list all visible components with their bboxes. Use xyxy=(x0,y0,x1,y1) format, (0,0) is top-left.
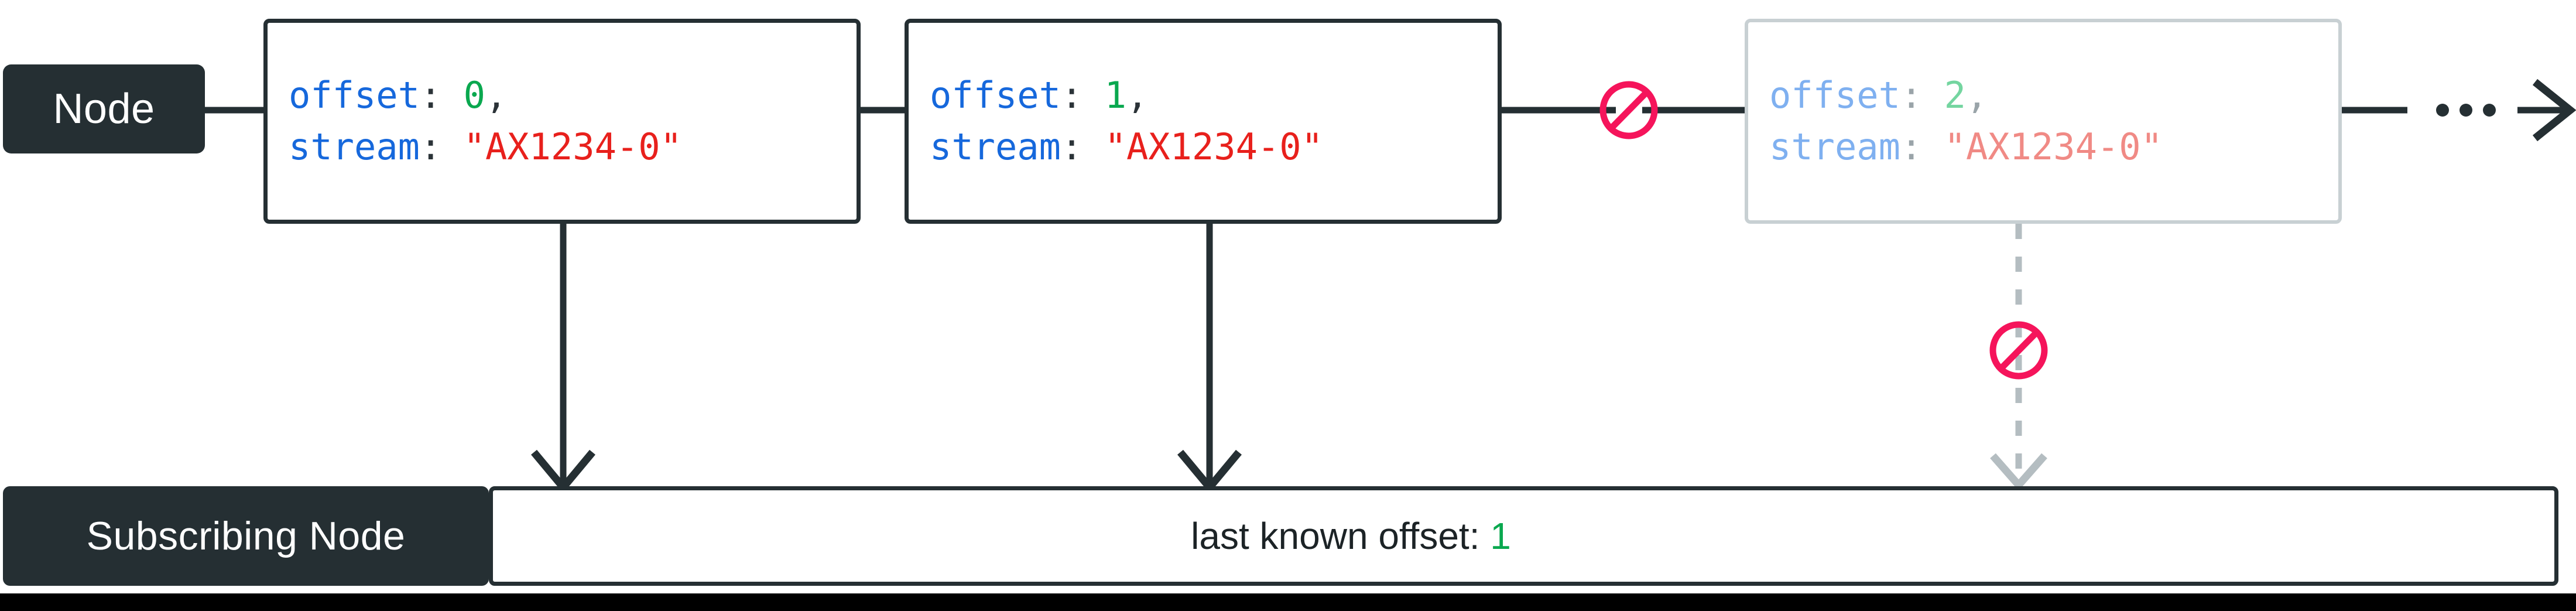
arrow-down-icon-delivery-1 xyxy=(1177,224,1242,494)
colon-1a: : xyxy=(1060,73,1083,117)
last-known-offset-value: 1 xyxy=(1490,515,1511,557)
stream-value-2: "AX1234-0" xyxy=(1944,125,2163,168)
offset-key-1: offset xyxy=(930,73,1061,117)
colon-2b: : xyxy=(1900,125,1923,168)
subscribing-node-label: Subscribing Node xyxy=(86,514,406,558)
dashed-arrow-down-icon-delivery-2 xyxy=(1990,224,2047,491)
arrow-right-icon xyxy=(2517,78,2576,142)
comma-2: , xyxy=(1965,73,1988,117)
subscribing-node-badge: Subscribing Node xyxy=(3,486,489,586)
ellipsis-icon xyxy=(2436,104,2496,117)
colon-0a: : xyxy=(419,73,442,117)
node-badge: Node xyxy=(3,64,205,153)
offset-key-2: offset xyxy=(1769,73,1900,117)
colon-2a: : xyxy=(1900,73,1923,117)
colon-0b: : xyxy=(419,125,442,168)
offset-value-1: 1 xyxy=(1104,73,1126,117)
comma-1: , xyxy=(1126,73,1149,117)
subscriber-state-bar: last known offset: 1 xyxy=(489,486,2558,586)
arrow-down-icon-delivery-0 xyxy=(531,224,595,494)
event-box-2-offset-line: offset: 2, xyxy=(1769,70,2338,121)
node-badge-label: Node xyxy=(53,86,155,132)
event-box-1-offset-line: offset: 1, xyxy=(930,70,1498,121)
offset-value-2: 2 xyxy=(1944,73,1966,117)
offset-value-0: 0 xyxy=(463,73,485,117)
bottom-black-strip xyxy=(0,593,2576,611)
last-known-offset-row: last known offset: 1 xyxy=(1191,514,1511,558)
event-box-offset-1[interactable]: offset: 1, stream: "AX1234-0" xyxy=(905,19,1502,224)
comma-0: , xyxy=(485,73,508,117)
stream-value-0: "AX1234-0" xyxy=(463,125,682,168)
stream-key-1: stream xyxy=(930,125,1061,168)
offset-key-0: offset xyxy=(289,73,420,117)
last-known-offset-label: last known offset: xyxy=(1191,515,1491,557)
event-box-offset-2[interactable]: offset: 2, stream: "AX1234-0" xyxy=(1745,19,2342,224)
event-box-0-stream-line: stream: "AX1234-0" xyxy=(289,121,857,173)
event-box-0-offset-line: offset: 0, xyxy=(289,70,857,121)
stream-value-1: "AX1234-0" xyxy=(1104,125,1323,168)
stream-key-0: stream xyxy=(289,125,420,168)
no-entry-icon-delivery-block xyxy=(1989,321,2048,380)
stream-key-2: stream xyxy=(1769,125,1900,168)
no-entry-icon-stream-block xyxy=(1599,81,1658,139)
event-box-2-stream-line: stream: "AX1234-0" xyxy=(1769,121,2338,173)
colon-1b: : xyxy=(1060,125,1083,168)
event-box-1-stream-line: stream: "AX1234-0" xyxy=(930,121,1498,173)
event-box-offset-0[interactable]: offset: 0, stream: "AX1234-0" xyxy=(263,19,861,224)
